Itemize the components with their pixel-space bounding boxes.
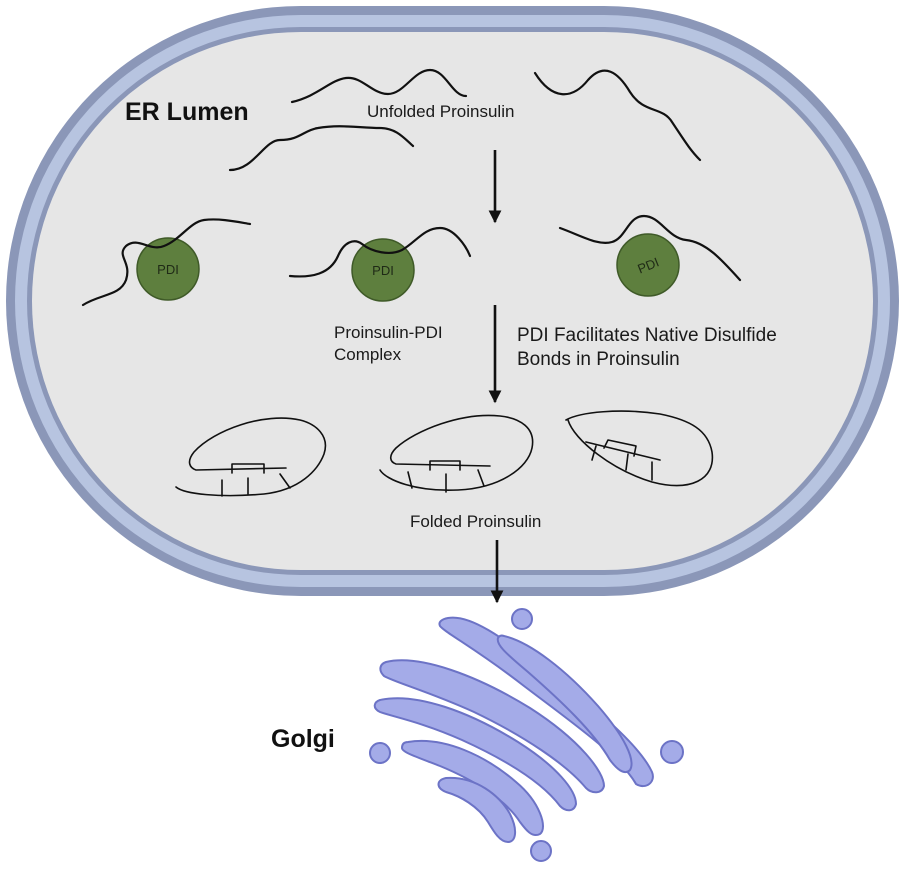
folded-proinsulin-2 xyxy=(379,414,534,493)
golgi-cisterna-6 xyxy=(437,776,516,844)
er-lumen-label: ER Lumen xyxy=(125,98,249,126)
golgi-cisterna-4 xyxy=(373,697,578,812)
facilitates-label-line2: Bonds in Proinsulin xyxy=(517,349,680,370)
golgi-vesicle-1 xyxy=(511,608,533,630)
unfolded-chain-1 xyxy=(290,68,468,104)
complex-label-line1: Proinsulin-PDI xyxy=(334,323,443,342)
pdi-label: PDI xyxy=(372,263,394,278)
fold-bridge xyxy=(603,439,637,457)
fold-outline xyxy=(565,410,714,487)
er-membrane xyxy=(6,6,899,596)
fold-ties xyxy=(221,473,291,497)
fold-outline xyxy=(175,417,327,497)
unfolded-chain-3 xyxy=(533,69,702,162)
pdi-label: PDI xyxy=(157,262,179,277)
golgi-apparatus xyxy=(369,608,684,862)
pdi-circle xyxy=(351,238,415,302)
fold-ties xyxy=(591,445,653,481)
golgi-vesicle-4 xyxy=(530,840,552,862)
golgi-vesicle-2 xyxy=(369,742,391,764)
folded-proinsulin-3 xyxy=(565,410,714,487)
fold-bridge xyxy=(231,463,265,474)
proinsulin-chain xyxy=(81,218,252,307)
golgi-cisterna-3 xyxy=(379,659,606,794)
unfolded-proinsulin-chains xyxy=(228,68,702,172)
proinsulin-chain xyxy=(558,214,742,282)
golgi-cisterna-2 xyxy=(496,634,633,774)
pdi-complex-3: PDI xyxy=(558,214,742,297)
folded-proinsulin-label: Folded Proinsulin xyxy=(410,512,541,531)
golgi-label: Golgi xyxy=(271,725,335,753)
golgi-vesicle-3 xyxy=(660,740,684,764)
pdi-circle xyxy=(616,233,680,297)
unfolded-proinsulin-label: Unfolded Proinsulin xyxy=(367,102,514,121)
unfolded-chain-2 xyxy=(228,125,415,172)
complex-label-line2: Complex xyxy=(334,345,402,364)
golgi-cisterna-5 xyxy=(400,740,544,836)
facilitates-label-line1: PDI Facilitates Native Disulfide xyxy=(517,325,777,346)
pdi-complex-1: PDI xyxy=(81,218,252,307)
fold-outline xyxy=(379,414,534,491)
proinsulin-chain xyxy=(288,226,472,278)
fold-ties xyxy=(407,469,485,493)
fold-bridge xyxy=(429,460,461,471)
pdi-circle xyxy=(136,237,200,301)
pdi-complex-2: PDI xyxy=(288,226,472,302)
folded-proinsulin-1 xyxy=(175,417,327,497)
